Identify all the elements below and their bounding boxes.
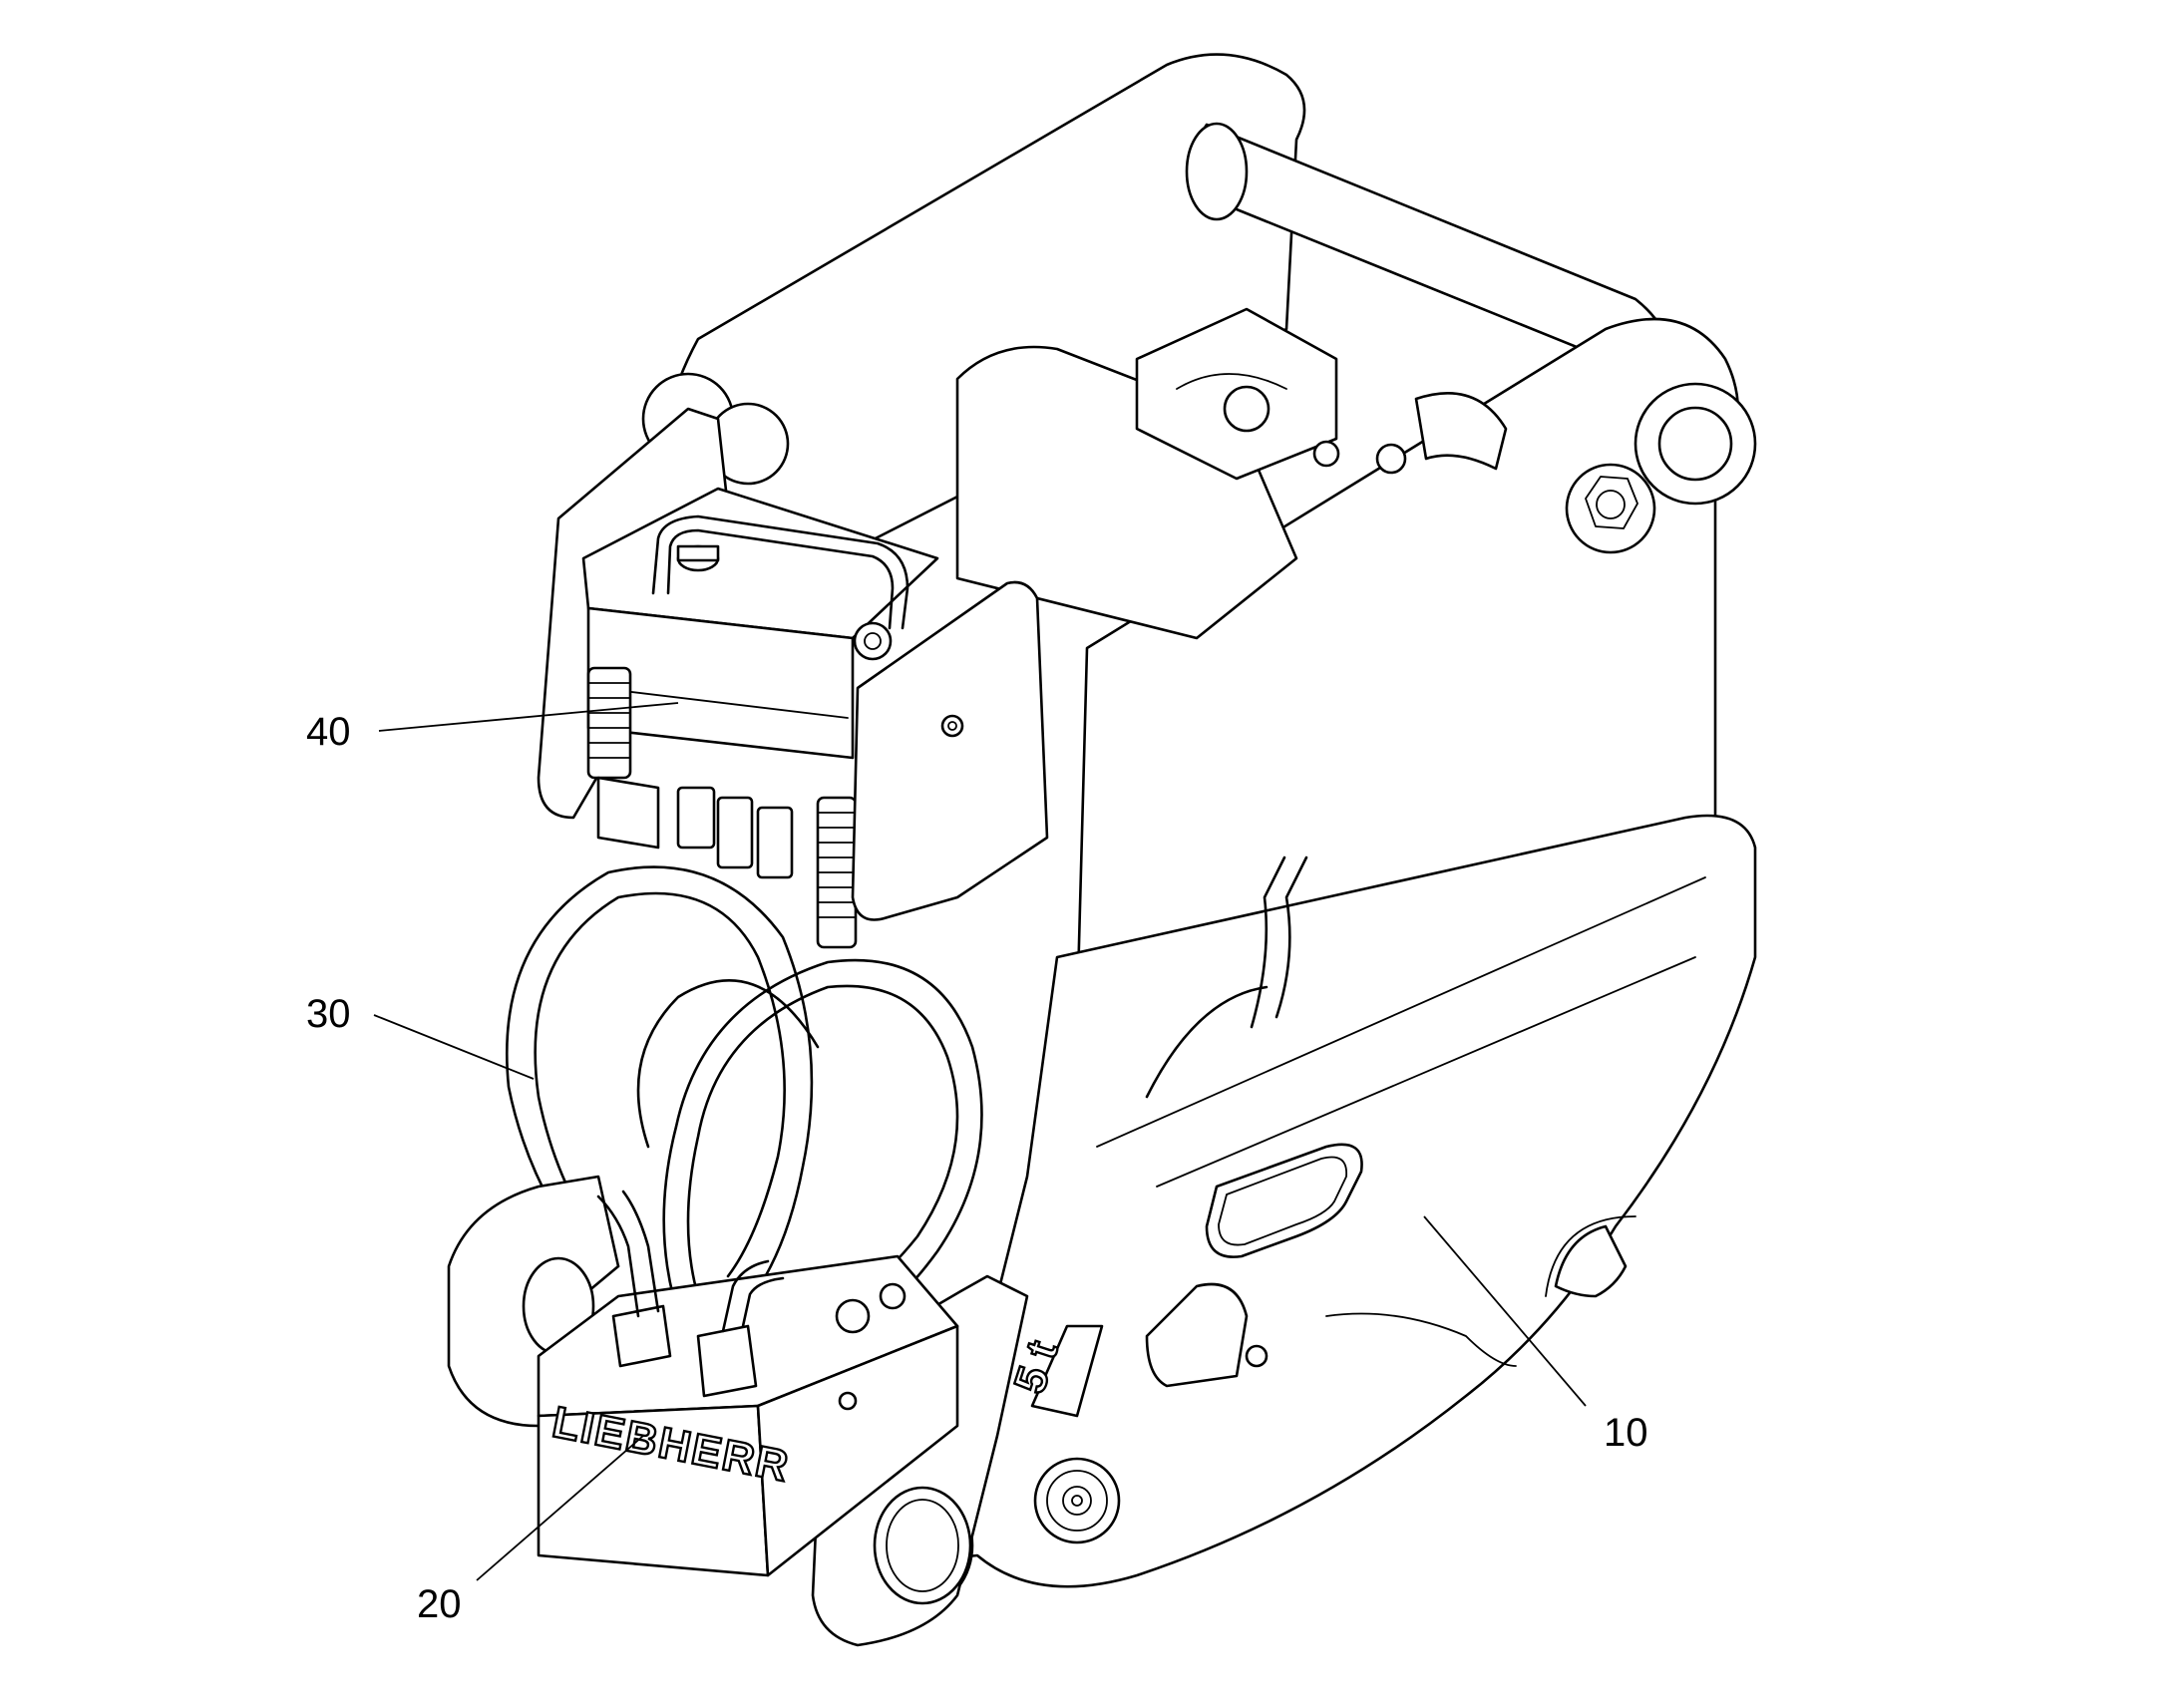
hydraulic-hoses xyxy=(505,855,1308,1318)
lower-valve-block: LIEBHERR xyxy=(447,1175,959,1577)
ref-numeral-10: 10 xyxy=(1604,1411,1648,1455)
central-mechanism xyxy=(955,307,1508,640)
leader-10 xyxy=(1423,1215,1587,1407)
load-plate xyxy=(1030,1324,1104,1418)
leader-30 xyxy=(378,702,679,732)
spring-left xyxy=(586,666,632,780)
ref-numeral-20: 20 xyxy=(417,1582,462,1626)
main-housing xyxy=(811,814,1757,1647)
ref-numeral-30: 40 xyxy=(306,710,351,754)
leader-20 xyxy=(476,1435,644,1581)
reference-callouts: 40 30 10 20 xyxy=(306,702,1648,1626)
leader-40 xyxy=(373,1014,535,1080)
ref-numeral-40: 30 xyxy=(306,992,351,1036)
hydraulic-valve-block xyxy=(537,407,1049,949)
spring-right xyxy=(816,796,858,949)
